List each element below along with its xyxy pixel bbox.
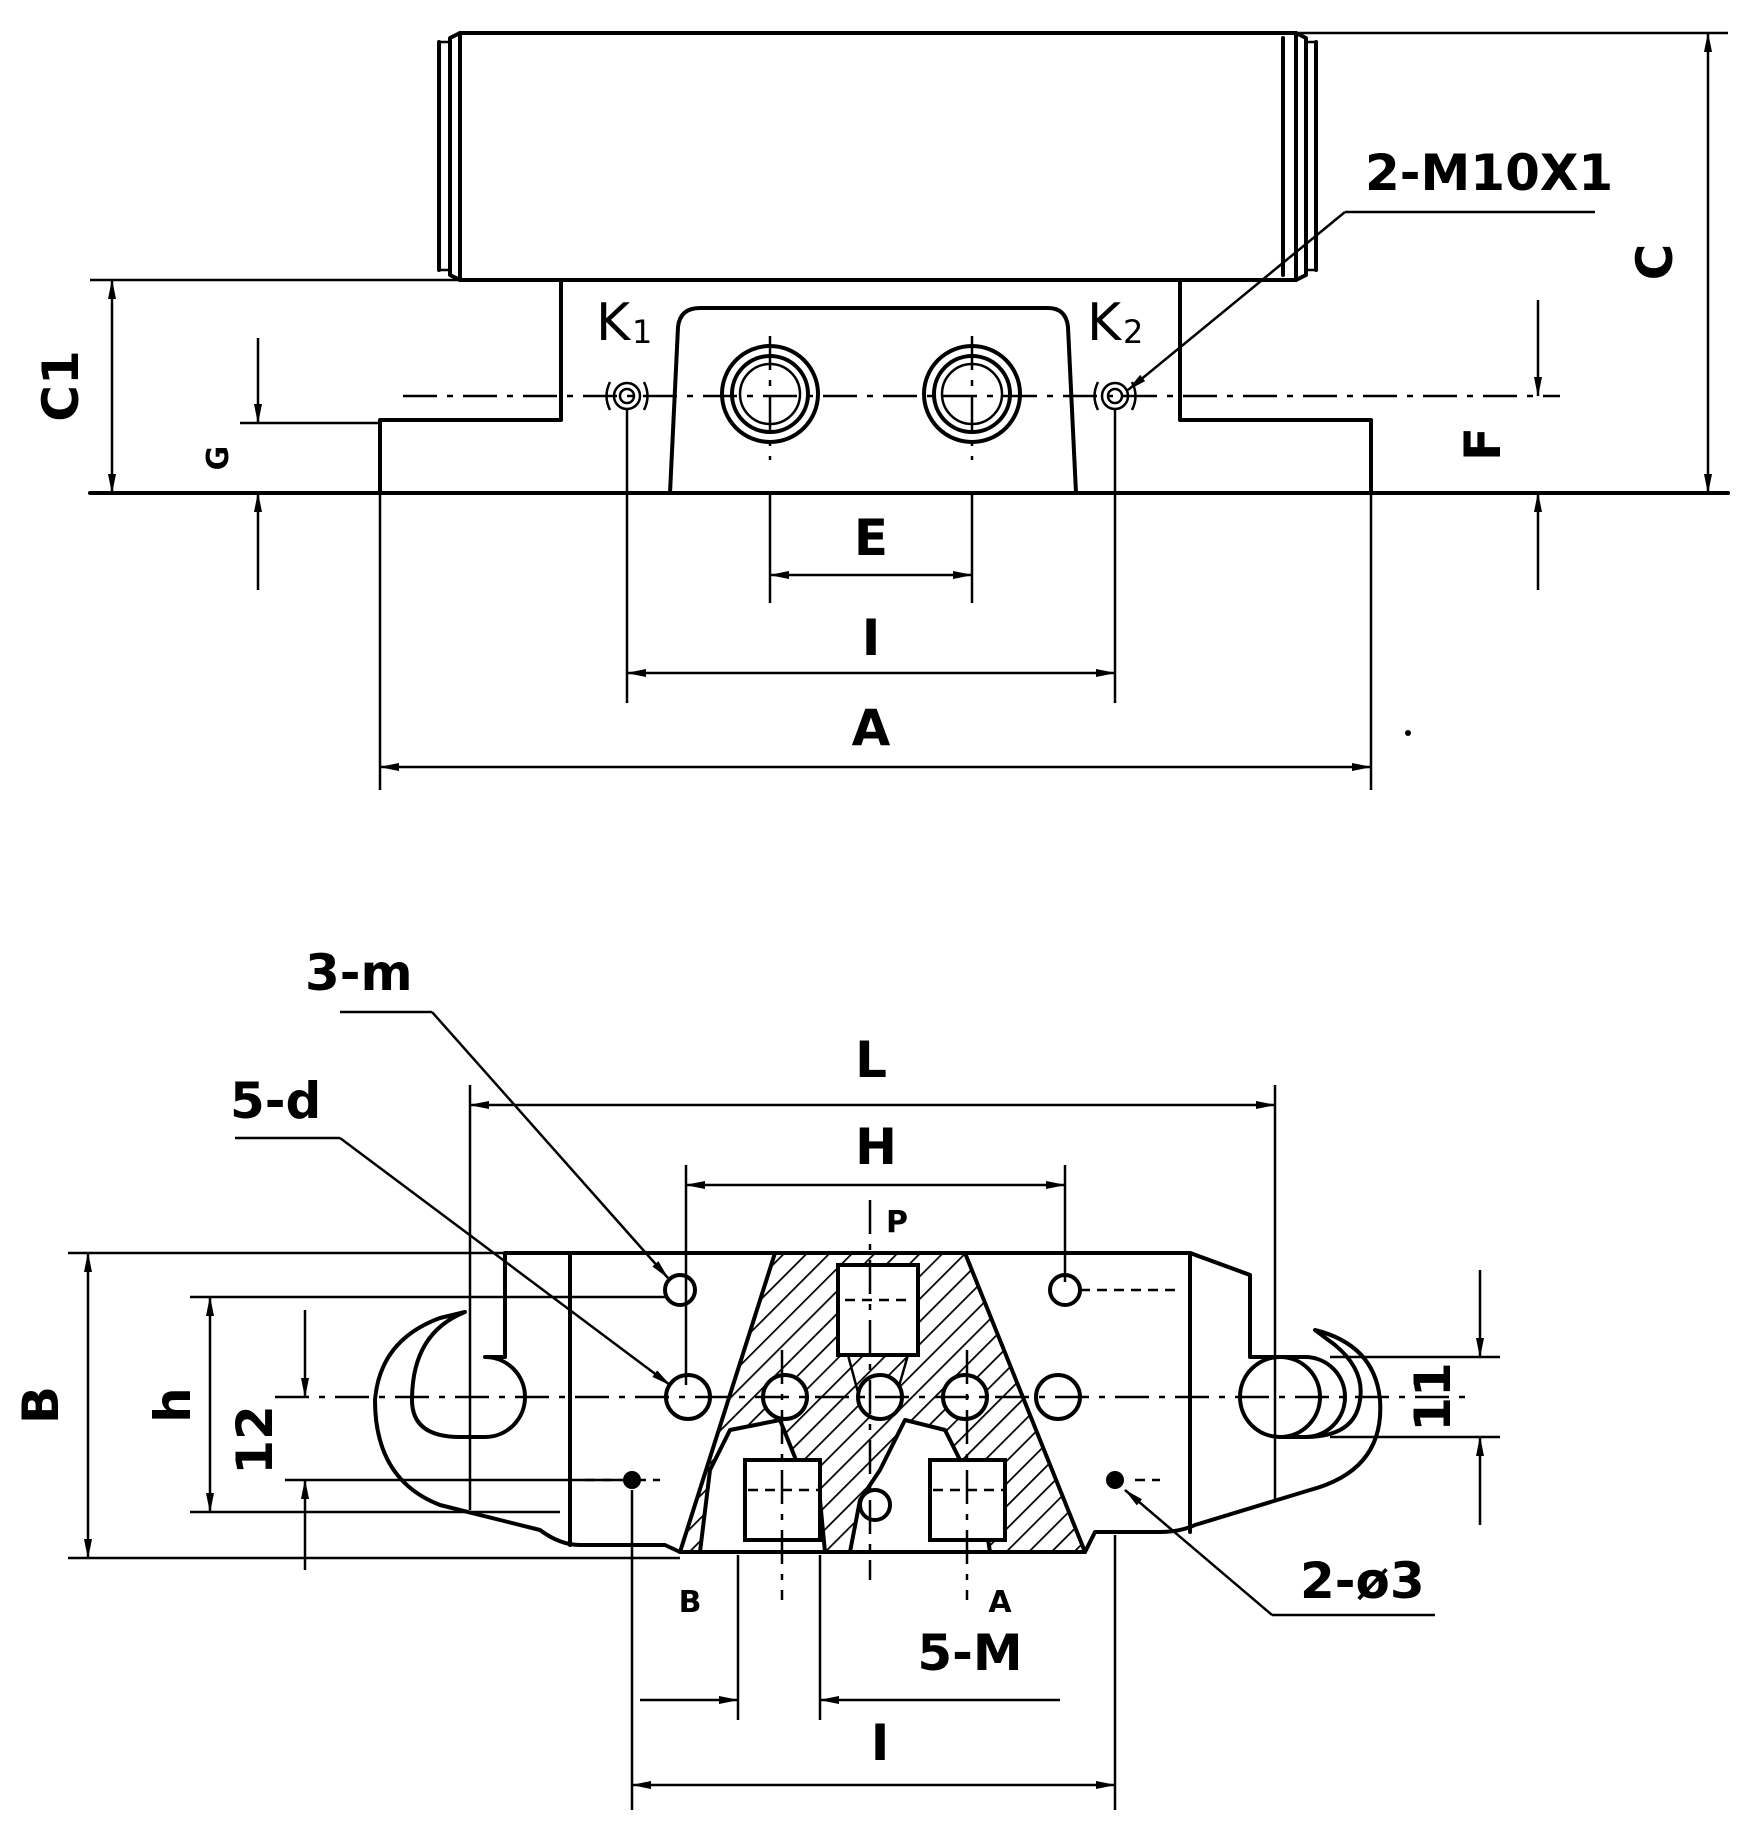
port-a-label: A xyxy=(988,1585,1012,1620)
stray-mark xyxy=(1405,730,1411,736)
dimension-g: G xyxy=(201,338,380,590)
dimension-c: C xyxy=(1296,31,1728,494)
hole-m-3 xyxy=(858,1488,892,1522)
dimension-a: A xyxy=(378,493,1373,790)
dimension-h-label: H xyxy=(855,1118,897,1176)
dimension-11: 11 xyxy=(1330,1270,1500,1525)
pin-1 xyxy=(623,1471,641,1489)
thread-callout-label: 2-M10X1 xyxy=(1365,144,1613,202)
dimension-i-plan-label: I xyxy=(871,1714,890,1772)
k1-label: K xyxy=(596,293,632,353)
k2-label: K xyxy=(1087,293,1123,353)
side-view: C C1 G F E xyxy=(32,31,1730,790)
dimension-e: E xyxy=(768,493,974,603)
dimension-5m: 5-M xyxy=(640,1555,1060,1720)
dimension-12: 12 xyxy=(226,1310,620,1570)
dimension-b: B xyxy=(12,1251,680,1560)
callout-2-pins-label: 2-ø3 xyxy=(1300,1552,1425,1610)
callout-2-pins: 2-ø3 xyxy=(1124,1489,1435,1617)
dimension-h: H xyxy=(684,1118,1067,1385)
callout-5-d-label: 5-d xyxy=(230,1072,321,1130)
dimension-a-label: A xyxy=(852,699,891,757)
thread-callout: 2-M10X1 xyxy=(1127,144,1613,391)
dimension-e-label: E xyxy=(854,509,888,567)
dimension-i-side: I xyxy=(625,410,1117,703)
pin-2 xyxy=(1106,1471,1124,1489)
callout-3-m-label: 3-m xyxy=(305,944,413,1002)
dimension-i-side-label: I xyxy=(862,609,881,667)
threads-m-label: 5-M xyxy=(917,1624,1022,1682)
hole-m-1 xyxy=(663,1273,697,1307)
port-p-label: P xyxy=(886,1205,908,1240)
dimension-b-label: B xyxy=(12,1386,70,1424)
callout-5-d: 5-d xyxy=(230,1072,671,1387)
callout-3-m: 3-m xyxy=(305,944,669,1279)
dimension-h-lower-label: h xyxy=(144,1387,202,1423)
dimension-c1: C1 xyxy=(32,278,561,494)
valve-body-side xyxy=(88,278,1730,495)
dimension-11-label: 11 xyxy=(1404,1362,1462,1432)
k1-subscript: 1 xyxy=(632,313,652,351)
dimension-12-label: 12 xyxy=(226,1405,284,1475)
solenoid-housing xyxy=(437,31,1318,282)
dimension-l-label: L xyxy=(855,1031,887,1089)
dimension-c-label: C xyxy=(1626,244,1684,281)
port-b-label: B xyxy=(679,1585,702,1620)
dimension-i-plan: I xyxy=(630,1490,1117,1810)
k2-subscript: 2 xyxy=(1123,313,1143,351)
dimension-c1-label: C1 xyxy=(32,350,90,421)
dimension-f-label: F xyxy=(1454,427,1512,461)
dimension-h-lower: h xyxy=(144,1295,665,1514)
dimension-g-label: G xyxy=(201,446,236,471)
port-p-cavity xyxy=(836,1263,920,1357)
dimension-f: F xyxy=(1454,300,1542,590)
plan-view: L H B h 12 xyxy=(12,730,1500,1810)
